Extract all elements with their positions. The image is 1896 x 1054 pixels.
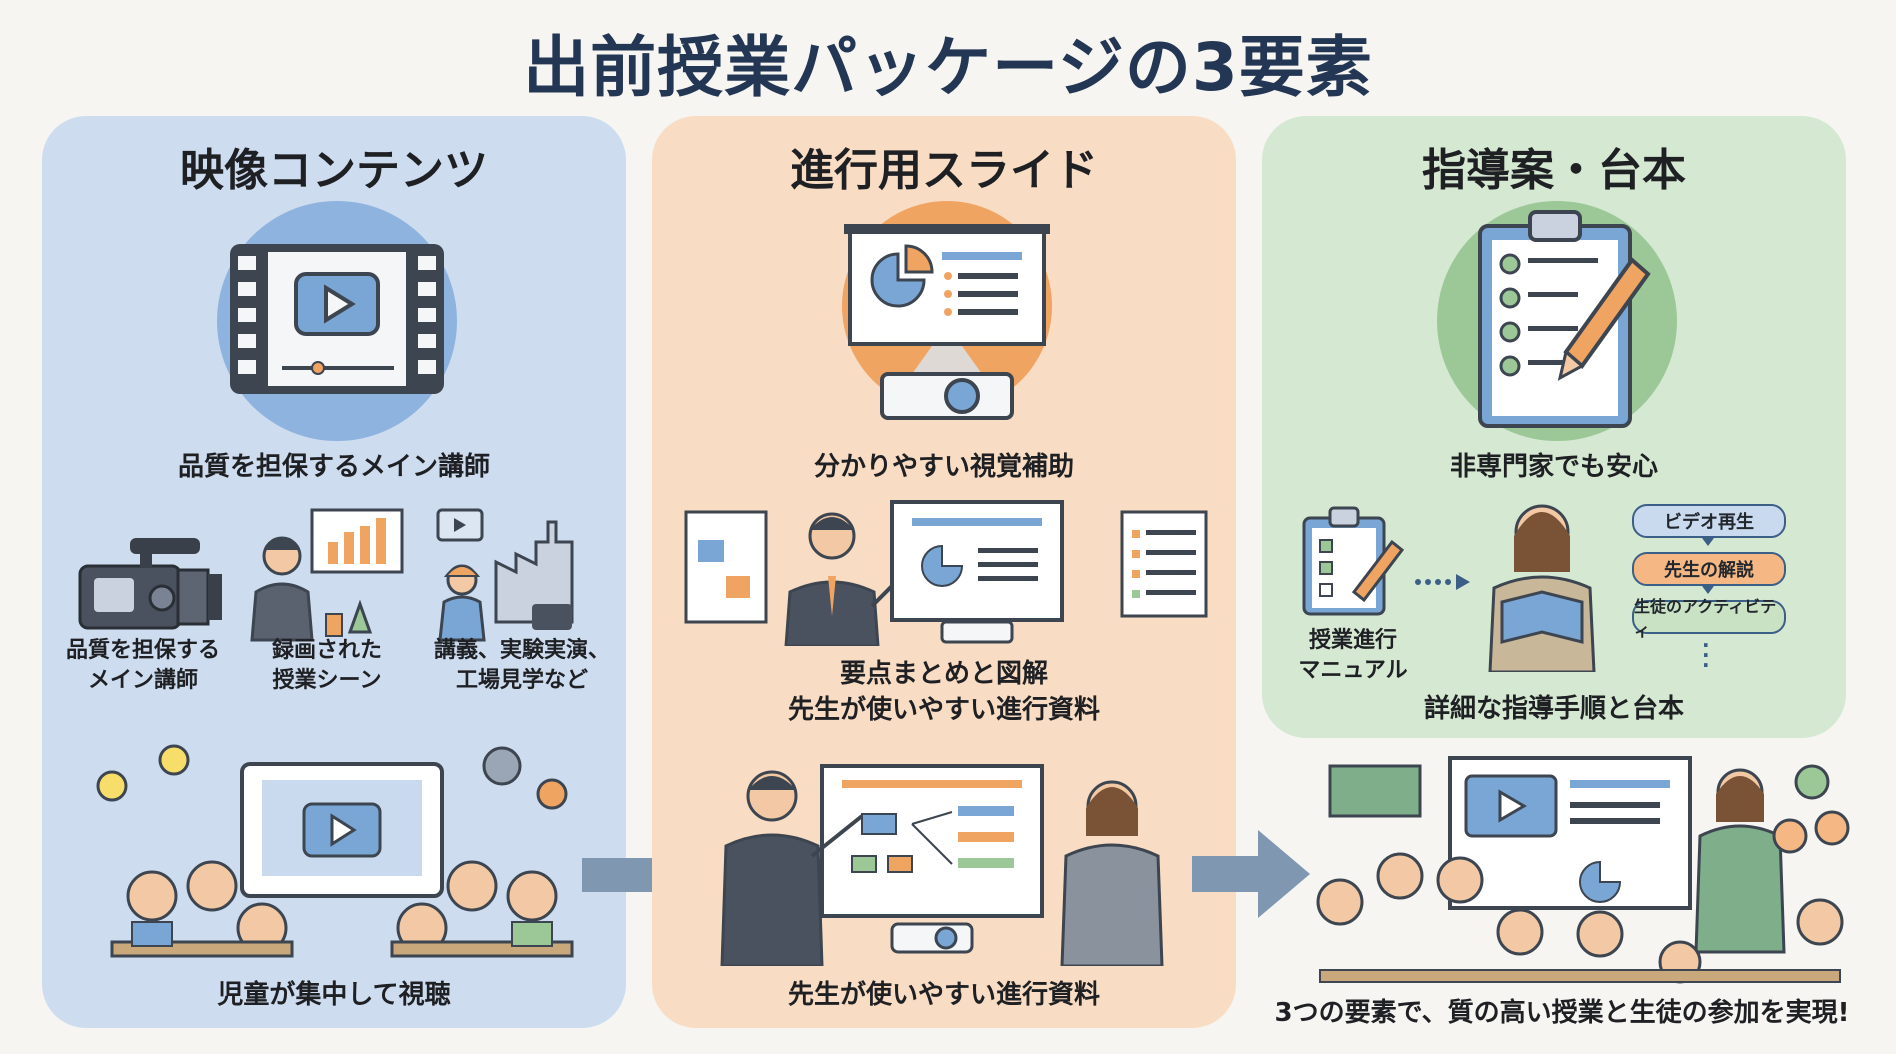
flow-continue-dots: ··· bbox=[1702, 633, 1710, 677]
teacher-reading-icon bbox=[1488, 504, 1596, 672]
students-watching-icon bbox=[96, 744, 574, 958]
film-play-icon bbox=[217, 201, 457, 441]
manual-label: 授業進行マニュアル bbox=[1298, 628, 1408, 683]
clipboard-checklist-icon bbox=[1437, 201, 1677, 441]
conclusion-text: 3つの要素で、質の高い授業と生徒の参加を実現! bbox=[1274, 998, 1850, 1028]
item-label-main-lecturer: 品質を担保するメイン講師 bbox=[65, 638, 220, 693]
students-caption: 児童が集中して視聴 bbox=[217, 980, 451, 1010]
slides-caption: 分かりやすい視覚補助 bbox=[813, 452, 1074, 482]
plan-caption: 非専門家でも安心 bbox=[1449, 452, 1658, 482]
flow-step-video: ビデオ再生 bbox=[1632, 504, 1786, 538]
flow-step-arrow-1 bbox=[1702, 538, 1714, 546]
slides-middle-caption: 要点まとめと図解先生が使いやすい進行資料 bbox=[787, 659, 1100, 725]
item-label-lecture-demo: 講義、実験実演、工場見学など bbox=[433, 638, 610, 693]
teacher-with-slides-icon bbox=[684, 500, 1208, 646]
projector-screen-icon bbox=[842, 201, 1052, 420]
classroom-result-illustration bbox=[1316, 756, 1850, 984]
panel-progress-slides: 進行用スライド 分かりやすい視覚補助 要点まとめと図解先生が bbox=[652, 116, 1236, 1028]
manual-clipboard-icon bbox=[1302, 506, 1405, 616]
lecturer-recording-icon bbox=[250, 508, 404, 642]
panel-title-video: 映像コンテンツ bbox=[180, 145, 488, 196]
video-caption: 品質を担保するメイン講師 bbox=[177, 452, 490, 482]
teachers-presenting-icon bbox=[720, 764, 1164, 966]
factory-tour-icon bbox=[436, 508, 574, 642]
dotted-arrow-icon bbox=[1415, 574, 1470, 590]
flow-arrow-2 bbox=[1192, 830, 1310, 918]
page-title: 出前授業パッケージの3要素 bbox=[523, 29, 1373, 106]
panel-title-slides: 進行用スライド bbox=[790, 145, 1098, 196]
flow-step-explain: 先生の解説 bbox=[1632, 552, 1786, 586]
item-label-recorded-class: 録画された授業シーン bbox=[271, 638, 382, 693]
panel-teaching-plan: 指導案・台本 非専門家でも安心 授業進行マニュアル ビ bbox=[1262, 116, 1846, 738]
flow-step-activity: 生徒のアクティビティ bbox=[1632, 597, 1786, 640]
panel-video-content: 映像コンテンツ 品質を担保するメイン講師 品質を担保するメイン講師 bbox=[42, 116, 626, 1028]
video-camera-icon bbox=[78, 538, 222, 630]
slides-bottom-caption: 先生が使いやすい進行資料 bbox=[787, 980, 1100, 1010]
plan-bottom-caption: 詳細な指導手順と台本 bbox=[1423, 694, 1684, 724]
flow-step-arrow-2 bbox=[1702, 586, 1714, 594]
panel-title-plan: 指導案・台本 bbox=[1422, 145, 1686, 196]
